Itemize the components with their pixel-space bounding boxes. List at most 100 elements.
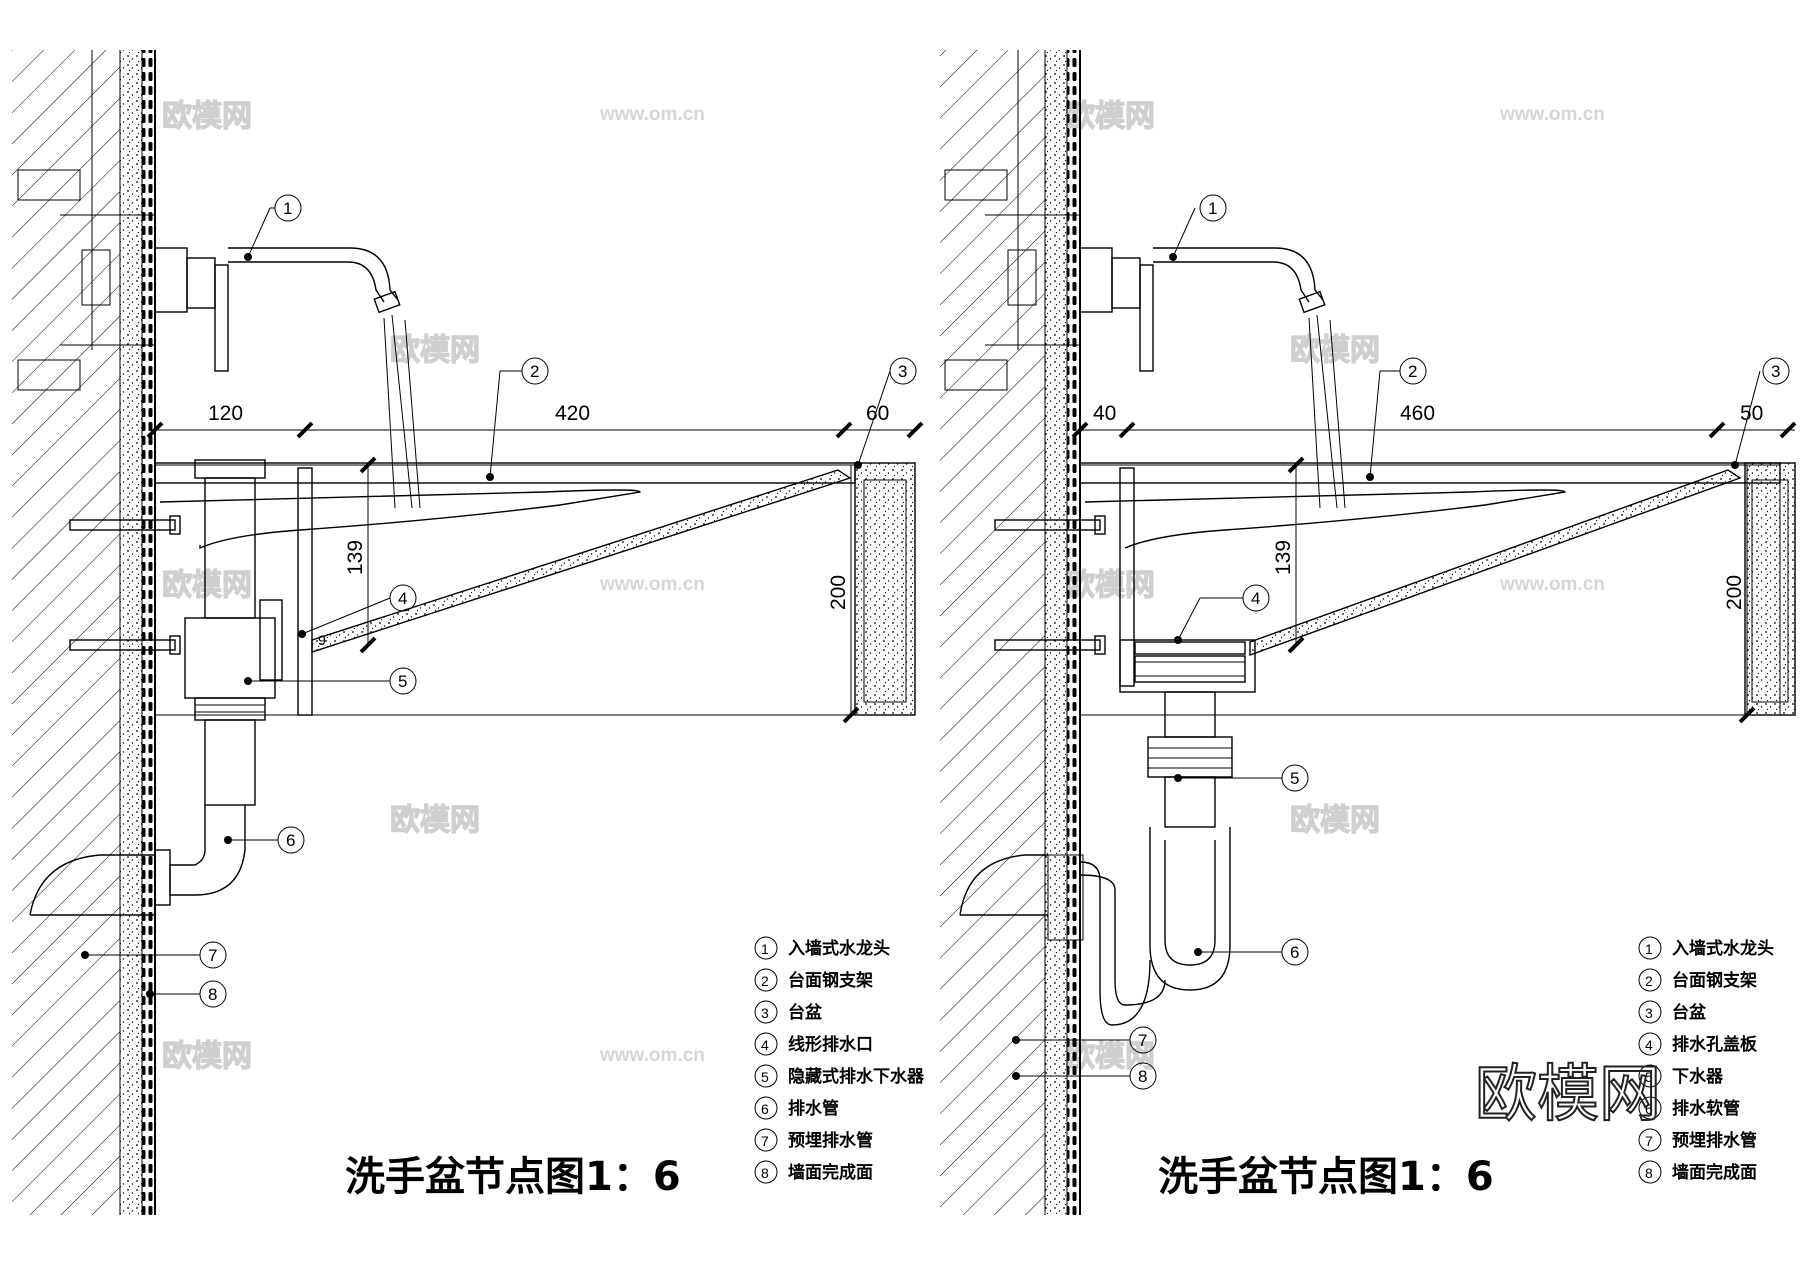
callout-7: 7 (1138, 1031, 1147, 1050)
svg-text:预埋排水管: 预埋排水管 (788, 1130, 873, 1151)
svg-text:1: 1 (761, 941, 769, 957)
callout-1: 1 (283, 199, 292, 218)
watermark-url: www.om.cn (1499, 574, 1605, 595)
dim-460: 460 (1400, 402, 1435, 425)
svg-text:4: 4 (761, 1037, 769, 1053)
basin-slope (311, 469, 852, 653)
svg-text:8: 8 (761, 1165, 769, 1181)
legend-item: 6 排水软管 (1638, 1096, 1740, 1120)
svg-text:下水器: 下水器 (1672, 1066, 1724, 1087)
left-detail: 120 420 60 139 200 9 1 2 3 4 (12, 50, 925, 1215)
svg-text:2: 2 (1645, 973, 1653, 989)
legend-item: 1 入墙式水龙头 (1638, 936, 1774, 960)
callout-3: 3 (1771, 362, 1780, 381)
svg-text:6: 6 (1645, 1101, 1653, 1117)
drain (1147, 691, 1233, 828)
dim-60: 60 (866, 402, 889, 425)
watermark: 欧模网 (390, 803, 480, 838)
svg-text:线形排水口: 线形排水口 (788, 1034, 873, 1055)
callout-2: 2 (530, 362, 539, 381)
callout-1: 1 (1208, 199, 1217, 218)
svg-text:预埋排水管: 预埋排水管 (1672, 1130, 1757, 1151)
callout-8: 8 (1138, 1067, 1147, 1086)
watermark: 欧模网 (162, 568, 252, 603)
legend-item: 4 排水孔盖板 (1638, 1032, 1758, 1056)
svg-text:隐藏式排水下水器: 隐藏式排水下水器 (788, 1066, 925, 1087)
wall-faucet (1079, 247, 1346, 509)
callout-5: 5 (398, 672, 407, 691)
callout-6: 6 (286, 831, 295, 850)
svg-text:7: 7 (761, 1133, 769, 1149)
dimensions: 120 420 60 139 200 9 (146, 402, 924, 724)
svg-text:台盆: 台盆 (1672, 1002, 1707, 1023)
svg-text:台面钢支架: 台面钢支架 (1672, 970, 1757, 991)
dim-200: 200 (1723, 575, 1746, 610)
dim-420: 420 (555, 402, 590, 425)
svg-text:6: 6 (761, 1101, 769, 1117)
callout-2: 2 (1408, 362, 1417, 381)
watermark: 欧模网 (162, 1039, 252, 1074)
svg-text:排水孔盖板: 排水孔盖板 (1672, 1034, 1758, 1055)
callouts: 1 2 3 4 5 6 7 8 (1012, 194, 1790, 1090)
dim-139: 139 (344, 540, 367, 575)
dim-200: 200 (827, 575, 850, 610)
anchor-bolts (69, 515, 181, 655)
legend-item: 1 入墙式水龙头 (754, 936, 890, 960)
svg-text:排水管: 排水管 (788, 1098, 839, 1119)
wall-finish (142, 50, 155, 1215)
wall-hatch (12, 50, 120, 1215)
callout-4: 4 (398, 589, 407, 608)
callout-6: 6 (1290, 943, 1299, 962)
watermarks: 欧模网 www.om.cn 欧模网 欧模网 www.om.cn 欧模网 欧模网 … (161, 98, 1605, 1074)
callout-4: 4 (1251, 589, 1260, 608)
basin-wall (1119, 467, 1135, 687)
svg-text:入墙式水龙头: 入墙式水龙头 (788, 938, 890, 959)
svg-text:3: 3 (761, 1005, 769, 1021)
legend-item: 3 台盆 (754, 1000, 823, 1024)
right-detail: 40 460 50 139 200 1 2 3 4 (940, 50, 1797, 1215)
legend-item: 4 线形排水口 (754, 1032, 873, 1056)
svg-text:墙面完成面: 墙面完成面 (788, 1162, 873, 1183)
basin-slope (1249, 469, 1742, 656)
dim-120: 120 (208, 402, 243, 425)
dim-40: 40 (1093, 402, 1116, 425)
watermark: 欧模网 (1290, 803, 1380, 838)
watermark: 欧模网 (162, 99, 252, 134)
svg-text:台面钢支架: 台面钢支架 (788, 970, 873, 991)
watermark: 欧模网 (1290, 333, 1380, 368)
wall-plaster (120, 50, 142, 1215)
svg-text:3: 3 (1645, 1005, 1653, 1021)
callout-7: 7 (208, 946, 217, 965)
svg-text:入墙式水龙头: 入墙式水龙头 (1672, 938, 1774, 959)
dimensions: 40 460 50 139 200 (1071, 402, 1797, 724)
callouts: 1 2 3 4 5 6 7 8 (81, 194, 917, 1008)
callout-3: 3 (898, 362, 907, 381)
watermark-url: www.om.cn (1499, 104, 1605, 125)
svg-text:1: 1 (1645, 941, 1653, 957)
wall-finish (1067, 50, 1080, 1215)
concealed-drain (184, 459, 283, 806)
anchor-bolts (994, 515, 1106, 655)
title-right: 洗手盆节点图1：6 (1158, 1154, 1494, 1200)
callout-5: 5 (1290, 769, 1299, 788)
steel-bracket (159, 489, 641, 550)
legend-item: 2 台面钢支架 (754, 968, 873, 992)
watermark-url: www.om.cn (599, 574, 705, 595)
legend-item: 6 排水管 (754, 1096, 839, 1120)
svg-text:4: 4 (1645, 1037, 1653, 1053)
basin-wall (297, 467, 313, 716)
watermark: 欧模网 (390, 333, 480, 368)
dim-139: 139 (1272, 540, 1295, 575)
svg-text:排水软管: 排水软管 (1672, 1098, 1740, 1119)
watermark-url: www.om.cn (599, 104, 705, 125)
svg-text:2: 2 (761, 973, 769, 989)
svg-text:台盆: 台盆 (788, 1002, 823, 1023)
legend-item: 7 预埋排水管 (754, 1128, 873, 1152)
p-trap (1149, 827, 1231, 991)
legend-item: 8 墙面完成面 (754, 1160, 873, 1184)
